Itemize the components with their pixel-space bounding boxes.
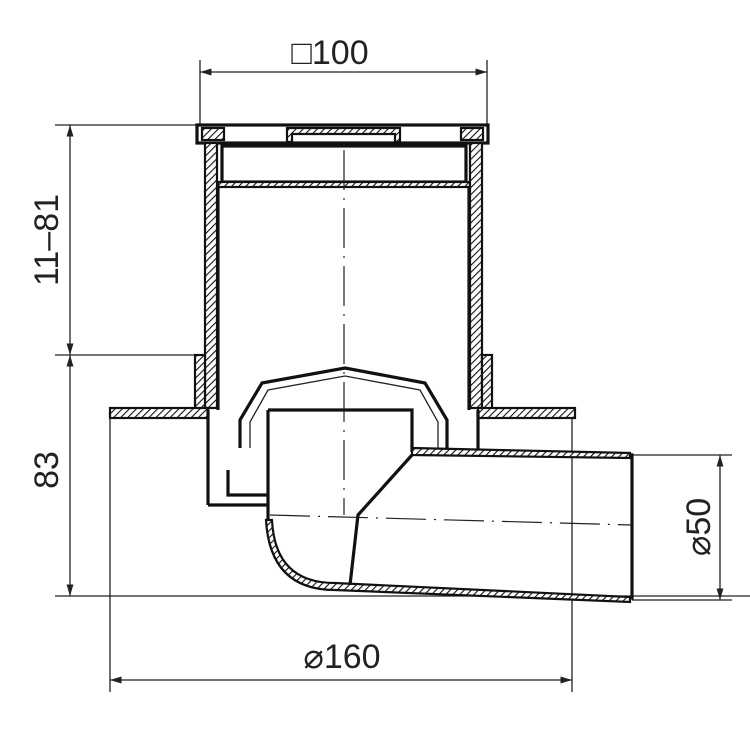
telescopic-tube bbox=[193, 141, 494, 412]
dimension-label-flange-diameter: ⌀160 bbox=[303, 638, 380, 676]
odor-trap-dome bbox=[208, 366, 449, 507]
dimension-top-width: □100 bbox=[199, 34, 488, 125]
grate-rim bbox=[195, 123, 490, 189]
flange bbox=[108, 406, 577, 505]
dimension-label-top-width: □100 bbox=[291, 34, 368, 72]
outlet-body bbox=[264, 408, 634, 604]
dimension-outlet-diameter: ⌀50 bbox=[632, 454, 732, 601]
dimension-label-outlet-diameter: ⌀50 bbox=[680, 498, 718, 556]
dimension-flange-diameter: ⌀160 bbox=[109, 418, 573, 692]
dimension-label-upper-height: 11–81 bbox=[28, 194, 66, 286]
dimension-left-heights: 11–81 83 bbox=[28, 124, 750, 597]
outlet-centerline bbox=[269, 514, 633, 526]
dimension-label-lower-height: 83 bbox=[28, 451, 66, 489]
